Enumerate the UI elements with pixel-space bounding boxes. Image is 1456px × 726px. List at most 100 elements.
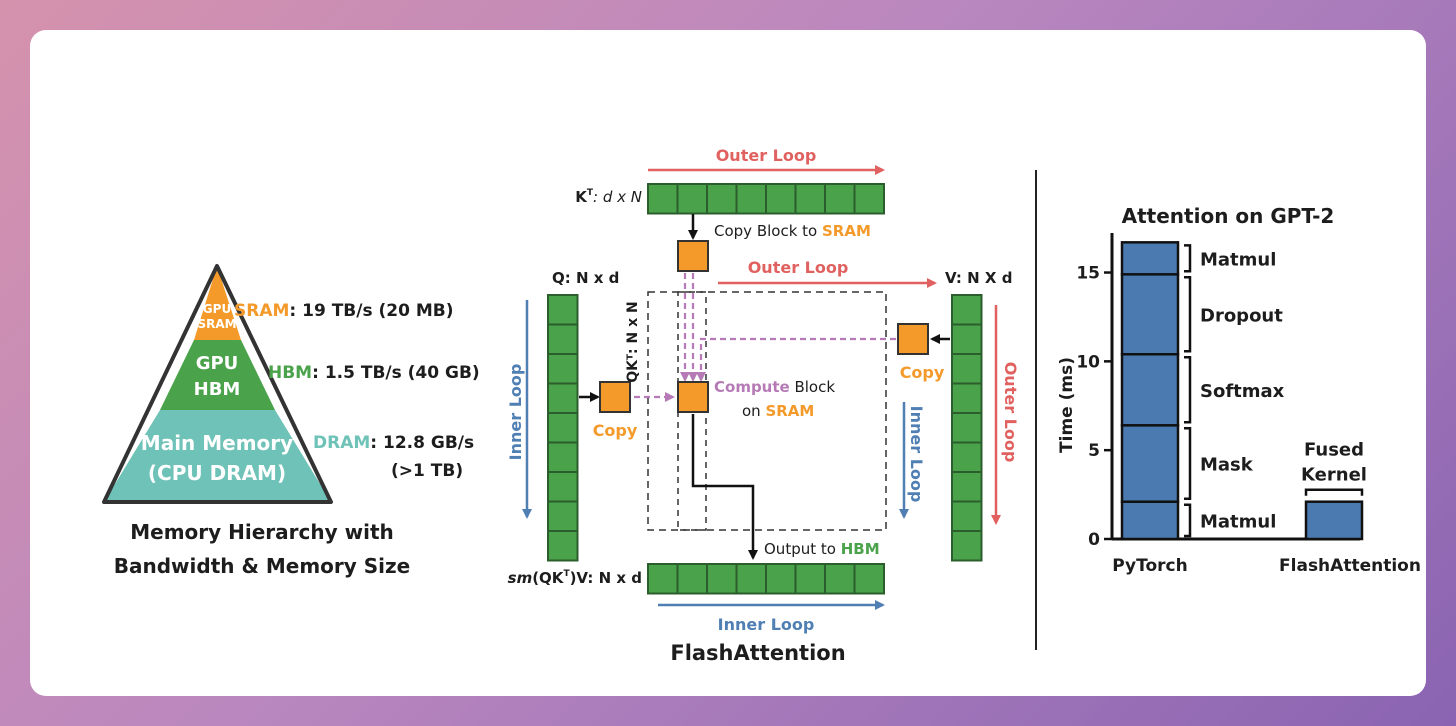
segment-bracket [1184,355,1192,424]
inner-loop-bottom-label: Inner Loop [718,615,815,634]
sram-spec: SRAM: 19 TB/s (20 MB) [234,301,454,321]
segment-bracket [1184,427,1192,500]
figure-card: GPU SRAM GPU HBM Main Memory (CPU DRAM) … [30,30,1426,696]
y-tick-label: 5 [1088,441,1100,461]
segment-label: Matmul [1200,511,1276,532]
qkt-matrix-box [647,291,887,531]
bar-segment [1120,424,1180,503]
output-matrix-strip [647,563,885,595]
fused-bracket [1304,488,1364,496]
outer-loop-mid-label: Outer Loop [748,258,849,277]
out-label-sup: T [563,569,570,579]
q-cell [547,294,579,326]
kt-label-sup: T [587,188,594,198]
bar-segment [1304,500,1364,541]
out-label-sm: sm [508,569,533,587]
hbm-spec-text: : 1.5 TB/s (40 GB) [312,363,480,383]
compute-rest: Block [790,378,836,396]
tier-hbm-label-1: GPU [196,353,239,374]
kt-matrix-strip [647,183,885,215]
flashattention-diagram: Outer Loop KT: d x N Copy Block to SRAM … [506,146,1020,665]
pyramid-caption-1: Memory Hierarchy with [130,520,394,544]
segment-bracket [1184,503,1192,538]
bar-segment [1120,241,1180,276]
v-to-compute-flow [696,337,896,382]
hbm-spec: HBM: 1.5 TB/s (40 GB) [268,363,480,383]
bar-segment [1120,500,1180,541]
q-label: Q: N x d [552,269,619,287]
kt-cell [824,183,856,215]
q-cell [547,323,579,355]
outer-loop-top-label: Outer Loop [716,146,817,165]
sram-name: SRAM [234,301,289,321]
q-cell [547,441,579,473]
kt-label: KT: d x N [575,188,642,206]
out-cell [853,563,885,595]
v-label: V: N X d [945,269,1012,287]
compute-sram: SRAM [765,402,814,420]
out-label-end: )V: N x d [570,569,642,587]
tier-hbm-label-2: HBM [194,379,241,400]
v-sram-block [897,323,929,355]
q-cell [547,471,579,503]
q-cell [547,382,579,414]
dram-spec: DRAM: 12.8 GB/s [313,433,474,453]
copy-block-label: Copy Block to SRAM [714,222,871,240]
v-cell [951,500,983,532]
v-cell [951,412,983,444]
v-cell [951,353,983,385]
out-cell [824,563,856,595]
copy-block-target: SRAM [822,222,871,240]
tier-sram-label-2: SRAM [197,317,236,331]
v-cell [951,530,983,562]
out-label-mid: (QK [532,569,565,587]
kt-cell [735,183,767,215]
output-path-arrow [691,414,758,560]
out-cell [794,563,826,595]
kt-cell [676,183,708,215]
output-prefix: Output to [764,540,841,558]
v-cell [951,471,983,503]
bar-segment [1120,352,1180,427]
chart-bars [1120,241,1364,541]
q-cell [547,353,579,385]
kt-cell [647,183,679,215]
inner-loop-left-label: Inner Loop [506,364,525,461]
v-cell [951,382,983,414]
pyramid-tier-sram [194,266,241,340]
out-cell [765,563,797,595]
y-tick-label: 10 [1076,352,1100,372]
v-cell [951,294,983,326]
pyramid-tier-hbm-fill [160,340,275,410]
tier-dram-label-2: (CPU DRAM) [148,461,286,485]
q-cell [547,412,579,444]
hbm-name: HBM [268,363,312,383]
copy-block-prefix: Copy Block to [714,222,822,240]
kt-cell [853,183,885,215]
out-cell [735,563,767,595]
pyramid-caption-2: Bandwidth & Memory Size [114,554,410,578]
segment-bracket [1184,276,1192,353]
y-tick-label: 0 [1088,530,1100,550]
compute-label-1: Compute Block [714,378,835,396]
copy-left-label: Copy [593,421,638,440]
compute-word: Compute [714,378,790,396]
segment-label: Dropout [1200,305,1283,326]
flashattention-caption: FlashAttention [670,641,845,665]
fused-label-1: Fused [1304,440,1364,461]
figure-canvas: GPU SRAM GPU HBM Main Memory (CPU DRAM) … [102,146,1421,665]
out-label: sm(QKT)V: N x d [508,569,642,587]
output-target: HBM [841,540,880,558]
category-label: PyTorch [1112,556,1187,576]
out-cell [676,563,708,595]
sram-spec-text: : 19 TB/s (20 MB) [289,301,453,321]
dram-spec-text: : 12.8 GB/s [370,433,474,453]
kt-label-suffix: : d x N [593,188,642,206]
q-cell [547,530,579,562]
segment-bracket [1184,244,1192,273]
kt-cell [794,183,826,215]
inner-loop-right-label: Inner Loop [907,406,926,503]
qkt-label: QKᵀ: N x N [625,301,641,382]
